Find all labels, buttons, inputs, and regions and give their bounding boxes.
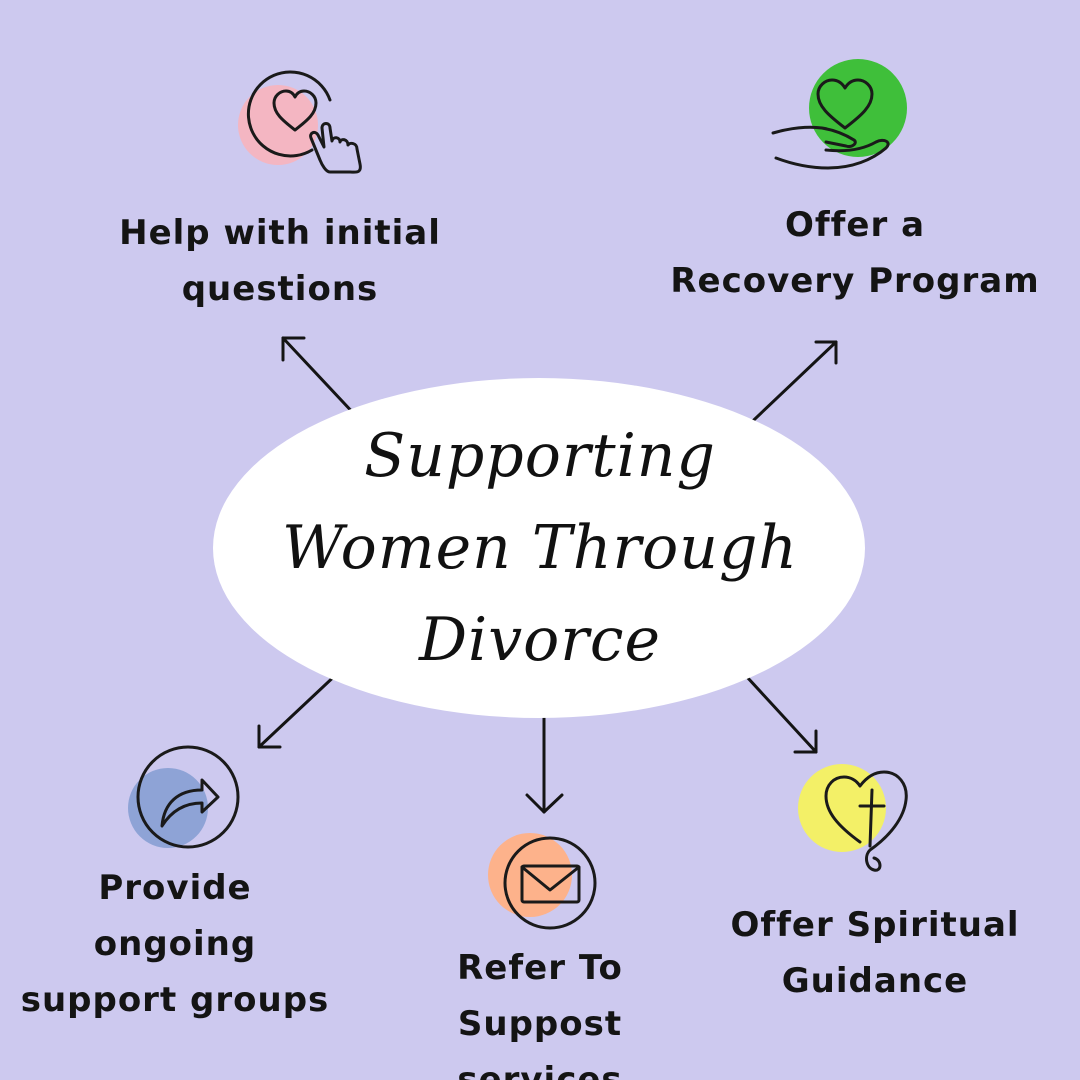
heart-click-icon xyxy=(238,70,362,174)
node-label-support-groups: Provide ongoing support groups xyxy=(10,860,340,1028)
label-line: questions xyxy=(181,269,379,309)
label-line: Refer To xyxy=(457,948,623,988)
label-line: Provide xyxy=(98,868,252,908)
node-label-recovery-program: Offer a Recovery Program xyxy=(670,197,1040,309)
envelope-icon xyxy=(488,833,597,930)
label-line: Help with initial xyxy=(119,213,441,253)
center-title-line: Divorce xyxy=(418,605,662,675)
heart-hand-icon xyxy=(771,59,907,170)
heart-cross-icon xyxy=(798,764,908,872)
center-node xyxy=(213,378,865,718)
label-line: support groups xyxy=(20,980,330,1020)
label-line: Guidance xyxy=(781,961,969,1001)
node-label-support-services: Refer To Suppost services xyxy=(380,940,700,1080)
center-title: Supporting Women Through Divorce xyxy=(250,410,830,686)
label-line: Offer a xyxy=(784,205,926,245)
share-arrow-icon xyxy=(128,745,240,849)
label-line: Suppost services xyxy=(457,1004,623,1080)
center-title-line: Women Through xyxy=(282,513,798,583)
center-title-line: Supporting xyxy=(364,421,716,491)
label-line: ongoing xyxy=(93,924,257,964)
node-label-initial-questions: Help with initial questions xyxy=(100,205,460,317)
node-label-spiritual-guidance: Offer Spiritual Guidance xyxy=(720,897,1030,1009)
label-line: Offer Spiritual xyxy=(730,905,1020,945)
label-line: Recovery Program xyxy=(670,261,1040,301)
